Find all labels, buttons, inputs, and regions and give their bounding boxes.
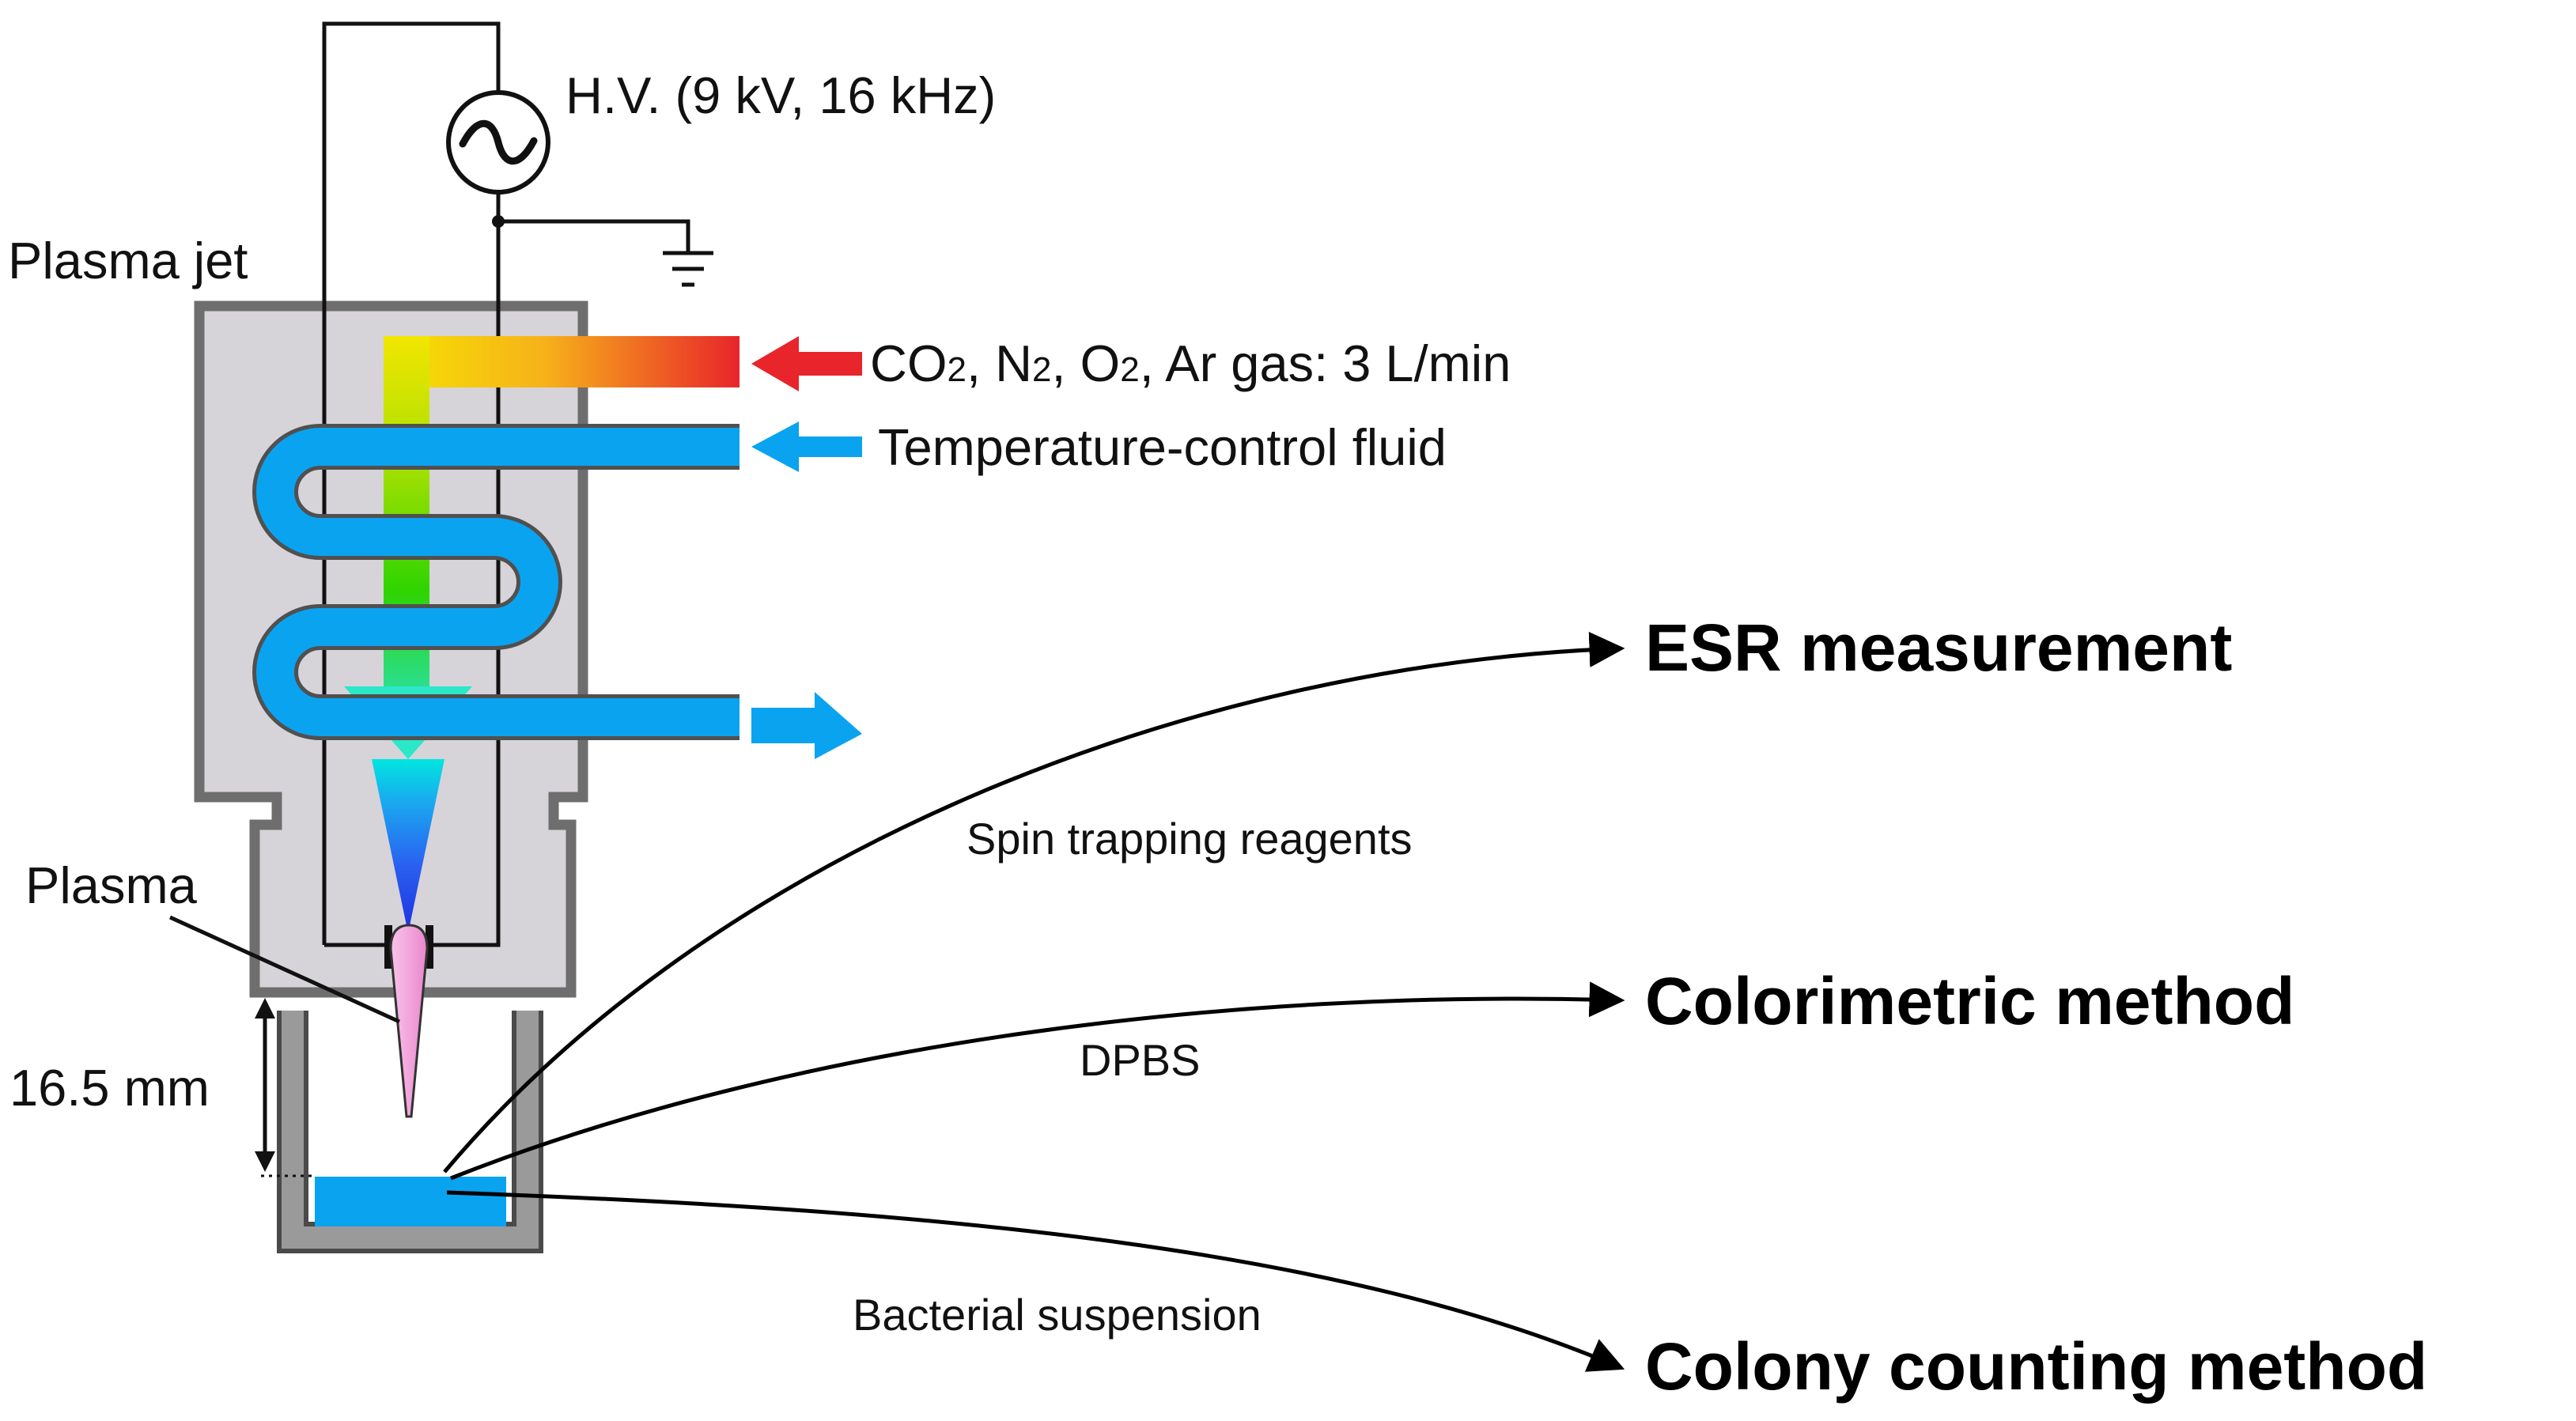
arrow-colony bbox=[446, 1190, 1625, 1372]
dpbs-label: DPBS bbox=[1080, 1035, 1201, 1085]
output-arrows bbox=[443, 632, 1625, 1372]
spin-label: Spin trapping reagents bbox=[966, 814, 1413, 864]
bacterial-label: Bacterial suspension bbox=[853, 1290, 1262, 1340]
gas-label: CO2, N2, O2, Ar gas: 3 L/min bbox=[870, 334, 1511, 392]
fluid-inlet-arrow bbox=[751, 421, 862, 472]
fluid-tube bbox=[252, 424, 740, 740]
plasma-leader-line bbox=[168, 915, 401, 1024]
distance-indicator bbox=[255, 998, 316, 1177]
temp-fluid-label: Temperature-control fluid bbox=[878, 418, 1447, 476]
arrow-colorimetric bbox=[450, 981, 1625, 1181]
gas-inlet-arrow bbox=[751, 336, 862, 391]
plasma-label: Plasma bbox=[25, 856, 198, 914]
fluid-outlet-arrow bbox=[751, 692, 862, 759]
plasma-plume bbox=[389, 924, 429, 1118]
electrode bbox=[384, 925, 433, 969]
sample-container bbox=[277, 1011, 543, 1253]
plasma-cone bbox=[372, 759, 444, 933]
ac-source-icon bbox=[446, 90, 550, 195]
ground-icon bbox=[663, 251, 713, 287]
liquid-sample bbox=[315, 1177, 506, 1226]
distance-label: 16.5 mm bbox=[9, 1059, 210, 1117]
plasma-jet-label: Plasma jet bbox=[8, 232, 248, 289]
hv-label: H.V. (9 kV, 16 kHz) bbox=[566, 66, 996, 124]
junction-dot bbox=[492, 215, 505, 228]
arrow-esr bbox=[443, 632, 1625, 1173]
colony-label: Colony counting method bbox=[1645, 1329, 2427, 1404]
esr-label: ESR measurement bbox=[1645, 610, 2232, 685]
colorimetric-label: Colorimetric method bbox=[1645, 964, 2294, 1038]
